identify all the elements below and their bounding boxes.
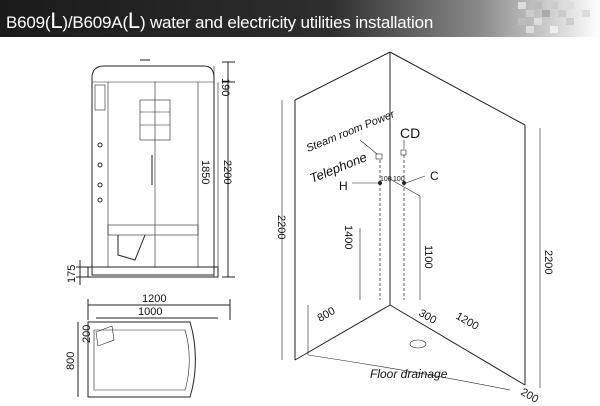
room-view: 2200 2200 Steam room Power Telephone CD … (275, 51, 554, 406)
svg-text:1400: 1400 (342, 225, 354, 249)
svg-text:1850: 1850 (199, 160, 211, 184)
svg-text:1100: 1100 (422, 245, 434, 269)
svg-text:200: 200 (81, 325, 93, 343)
svg-text:190: 190 (219, 78, 231, 96)
svg-text:200: 200 (519, 386, 541, 406)
front-view: 190 1850 2200 175 (66, 59, 235, 285)
svg-text:100: 100 (393, 176, 405, 183)
title-banner: B609(L)/B609A(L) water and electricity u… (0, 0, 600, 37)
svg-text:2200: 2200 (275, 215, 287, 239)
svg-text:C: C (430, 169, 439, 183)
svg-text:800: 800 (65, 352, 77, 370)
svg-text:H: H (339, 179, 348, 193)
page-title: B609(L)/B609A(L) water and electricity u… (6, 8, 434, 33)
svg-text:Floor drainage: Floor drainage (370, 367, 448, 381)
plan-view: 1200 1000 800 200 (65, 293, 231, 398)
checker-decoration (518, 2, 590, 33)
svg-text:175: 175 (66, 265, 78, 283)
svg-text:2200: 2200 (221, 160, 233, 184)
svg-text:1000: 1000 (138, 306, 162, 318)
svg-text:1200: 1200 (454, 310, 481, 333)
svg-text:800: 800 (316, 305, 338, 325)
svg-text:Steam room Power: Steam room Power (305, 108, 398, 155)
svg-text:2200: 2200 (542, 250, 554, 274)
svg-text:CD: CD (400, 125, 420, 141)
svg-text:100: 100 (380, 176, 392, 183)
svg-text:1200: 1200 (142, 293, 166, 305)
svg-text:300: 300 (417, 307, 439, 327)
